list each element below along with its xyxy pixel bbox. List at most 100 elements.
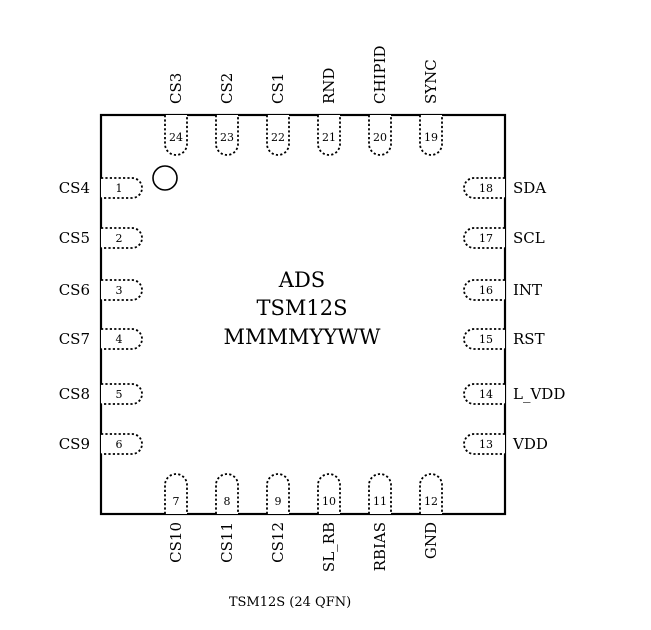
pin-number: 24 — [169, 131, 183, 144]
pin-number: 16 — [479, 284, 493, 297]
pin-number: 1 — [116, 182, 123, 195]
pin-pad — [463, 227, 505, 249]
chip-marking-line-3: MMMMYYWW — [224, 325, 381, 349]
pin-left-3: 3 CS6 — [59, 279, 143, 301]
pin-number: 22 — [271, 131, 285, 144]
pin-label: CS6 — [59, 281, 90, 299]
pin-label: CS3 — [167, 73, 185, 104]
pin-number: 18 — [479, 182, 493, 195]
pin-pad — [164, 115, 188, 156]
pin-label: RND — [320, 68, 338, 104]
pin-pad — [419, 115, 443, 156]
pin-pad — [101, 383, 143, 405]
pin-number: 5 — [116, 388, 123, 401]
pin-label: VDD — [512, 435, 548, 453]
pin-number: 21 — [322, 131, 336, 144]
pin-number: 3 — [116, 284, 123, 297]
pin-pad — [215, 115, 239, 156]
pin-pad — [266, 473, 290, 514]
pin-top-6: 24 CS3 — [164, 73, 188, 156]
pin-label: CS5 — [59, 229, 90, 247]
pin-label: CS9 — [59, 435, 90, 453]
pin-pad — [101, 227, 143, 249]
pin-right-1: 13 VDD — [463, 433, 548, 455]
pin-number: 14 — [479, 388, 493, 401]
diagram-caption: TSM12S (24 QFN) — [229, 595, 351, 610]
pin-pad — [463, 433, 505, 455]
pin-right-3: 15 RST — [463, 328, 545, 350]
pin-label: RBIAS — [371, 522, 389, 571]
pin-number: 13 — [479, 438, 493, 451]
pin-number: 9 — [275, 495, 282, 508]
pin-label: CS8 — [59, 385, 90, 403]
pin-label: RST — [513, 330, 545, 348]
chip-marking-line-2: TSM12S — [256, 296, 347, 320]
pin-top-5: 23 CS2 — [215, 73, 239, 156]
pin-label: CS11 — [218, 522, 236, 563]
pin-pad — [266, 115, 290, 156]
pin-number: 10 — [322, 495, 336, 508]
pin-number: 17 — [479, 232, 493, 245]
pin-label: SL_RB — [320, 522, 338, 572]
pin-number: 19 — [424, 131, 438, 144]
pin-pad — [419, 473, 443, 514]
pin-label: CHIPID — [371, 45, 389, 104]
pin-label: SCL — [513, 229, 545, 247]
pin-number: 23 — [220, 131, 234, 144]
pin-pad — [317, 473, 341, 514]
chip-marking-line-1: ADS — [278, 268, 325, 292]
pin-pad — [164, 473, 188, 514]
pin-pad — [215, 473, 239, 514]
pin-pad — [368, 115, 392, 156]
pin-pad — [463, 383, 505, 405]
pin-label: CS7 — [59, 330, 90, 348]
pin-pad — [463, 279, 505, 301]
pin-number: 7 — [173, 495, 180, 508]
pin-right-6: 18 SDA — [463, 177, 546, 199]
pin-number: 4 — [116, 333, 123, 346]
pin-number: 11 — [373, 495, 387, 508]
pin1-marker-icon — [152, 165, 178, 191]
pin-left-5: 5 CS8 — [59, 383, 143, 405]
pin-label: SYNC — [422, 59, 440, 104]
pin-pad — [101, 328, 143, 350]
pin-label: INT — [513, 281, 542, 299]
pin-left-4: 4 CS7 — [59, 328, 143, 350]
pin-label: GND — [422, 522, 440, 559]
pin-top-1: 19 SYNC — [419, 59, 443, 156]
pin-left-6: 6 CS9 — [59, 433, 143, 455]
pin-pad — [463, 328, 505, 350]
pin-top-4: 22 CS1 — [266, 73, 290, 156]
pin-left-2: 2 CS5 — [59, 227, 143, 249]
pin-label: SDA — [513, 179, 546, 197]
pin-label: CS10 — [167, 522, 185, 563]
pin-number: 15 — [479, 333, 493, 346]
pin-number: 2 — [116, 232, 123, 245]
pin-pad — [101, 279, 143, 301]
pin-number: 6 — [116, 438, 123, 451]
pin-pad — [463, 177, 505, 199]
pin-label: CS2 — [218, 73, 236, 104]
pin-right-5: 17 SCL — [463, 227, 545, 249]
pin-number: 8 — [224, 495, 231, 508]
pin-label: CS1 — [269, 73, 287, 104]
pin-pad — [101, 433, 143, 455]
pin-pad — [317, 115, 341, 156]
pin-top-3: 21 RND — [317, 68, 341, 156]
pin-pad — [101, 177, 143, 199]
pin-pad — [368, 473, 392, 514]
pin-right-4: 16 INT — [463, 279, 542, 301]
pin-number: 12 — [424, 495, 438, 508]
